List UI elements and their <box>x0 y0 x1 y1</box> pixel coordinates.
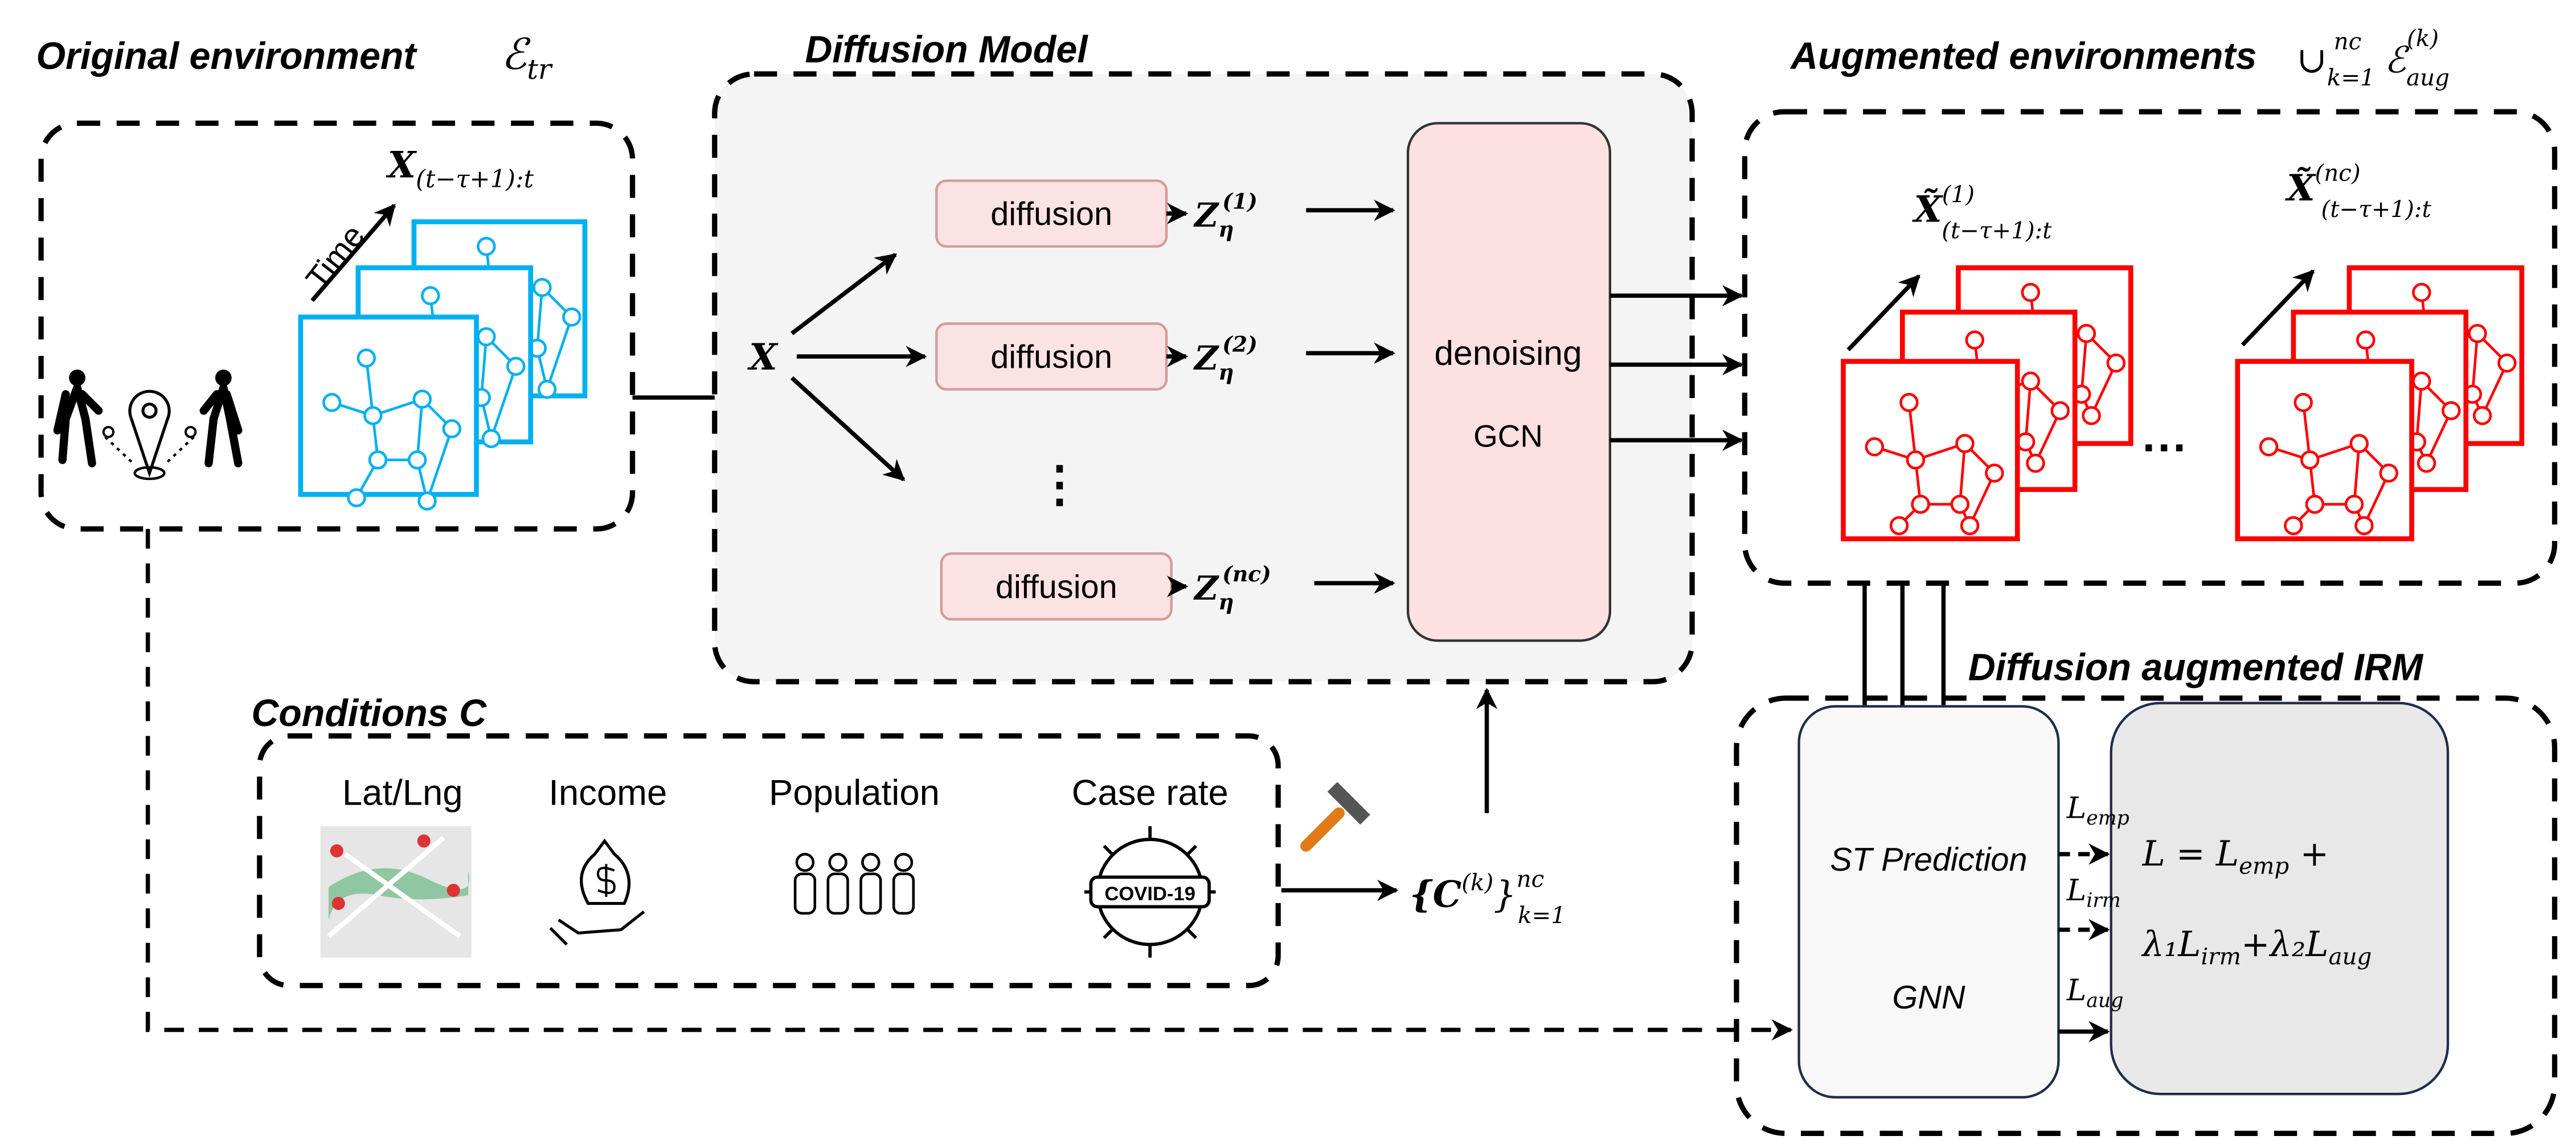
input-graph-stack <box>298 219 588 509</box>
svg-text:diffusion: diffusion <box>996 569 1117 605</box>
loss-block: L = Lemp + λ₁Lirm+λ₂Laug <box>2110 702 2450 1096</box>
svg-text:Zη(nc): Zη(nc) <box>1193 561 1271 614</box>
map-icon <box>320 826 472 958</box>
augmented-graph-stack-nc <box>2235 265 2525 542</box>
condition-income-label: Income <box>548 773 667 813</box>
svg-text:diffusion: diffusion <box>990 196 1112 232</box>
original-to-gnn-dashed-arrow <box>145 528 1793 1041</box>
x-variable: X <box>747 335 779 378</box>
condition-latlng-label: Lat/Lng <box>342 773 463 813</box>
diffusion-block-1: diffusion Zη(1) <box>935 179 1395 248</box>
conditions-panel: Conditions C Lat/Lng Income Population C… <box>251 692 1281 989</box>
svg-text:λ₁Lirm+λ₂Laug: λ₁Lirm+λ₂Laug <box>2141 925 2372 970</box>
more-environments-dots: ··· <box>2143 423 2189 474</box>
svg-text:ST Prediction: ST Prediction <box>1830 842 2027 878</box>
covid-virus-icon: COVID-19 <box>1084 826 1216 958</box>
diffusion-block-nc: diffusion Zη(nc) <box>940 552 1395 621</box>
diffusion-block-2: diffusion Zη(2) <box>935 322 1395 391</box>
svg-text:Zη(2): Zη(2) <box>1193 331 1258 384</box>
augmented-box <box>1742 109 2558 586</box>
hammer-icon <box>1300 782 1370 852</box>
time-arrow <box>310 203 396 302</box>
denoising-gcn-block: denoising GCN <box>1406 122 1612 642</box>
conditions-title: Conditions C <box>251 692 487 735</box>
diffusion-augmented-irm-panel: Diffusion augmented IRM ST Prediction GN… <box>1734 646 2558 1137</box>
augmented-graph-stack-1 <box>1841 265 2133 542</box>
money-bag-hand-icon <box>549 838 645 946</box>
augmented-title: Augmented environments <box>1789 35 2256 77</box>
l-irm-label: Lirm <box>2066 874 2121 912</box>
svg-text:diffusion: diffusion <box>990 339 1112 375</box>
svg-text:L = Lemp +: L = Lemp + <box>2141 834 2329 879</box>
irm-title: Diffusion augmented IRM <box>1968 646 2424 688</box>
condition-population-label: Population <box>769 773 940 813</box>
x-tilde-1-label: X̃(1)(t−τ+1):t <box>1912 181 2053 244</box>
conditions-box <box>257 733 1281 989</box>
condition-caserate-label: Case rate <box>1072 773 1228 813</box>
svg-text:COVID-19: COVID-19 <box>1104 883 1195 905</box>
st-prediction-gnn-block: ST Prediction GNN <box>1797 705 2060 1099</box>
svg-text:Zη(1): Zη(1) <box>1193 188 1258 241</box>
svg-text:GNN: GNN <box>1892 979 1965 1016</box>
people-location-icon <box>53 370 243 481</box>
ellipsis: ⋮ <box>1035 457 1084 512</box>
diffusion-model-title: Diffusion Model <box>805 29 1088 71</box>
svg-text:denoising: denoising <box>1434 333 1582 372</box>
env-tr-symbol: ℰtr <box>501 29 553 85</box>
l-emp-label: Lemp <box>2066 792 2129 830</box>
diffusion-model-panel: Diffusion Model X diffusion Zη(1) diffus… <box>712 29 1695 684</box>
original-environment-panel: Original environment ℰtr Time X(t−τ+1):t <box>36 29 636 532</box>
original-environment-title: Original environment <box>36 35 417 77</box>
x-tilde-nc-label: X̃(nc)(t−τ+1):t <box>2284 159 2431 222</box>
l-aug-label: Laug <box>2066 974 2124 1012</box>
irm-box <box>1734 695 2558 1137</box>
svg-text:GCN: GCN <box>1473 419 1543 454</box>
x-input-label: X(t−τ+1):t <box>386 143 534 194</box>
population-icon <box>793 852 915 915</box>
